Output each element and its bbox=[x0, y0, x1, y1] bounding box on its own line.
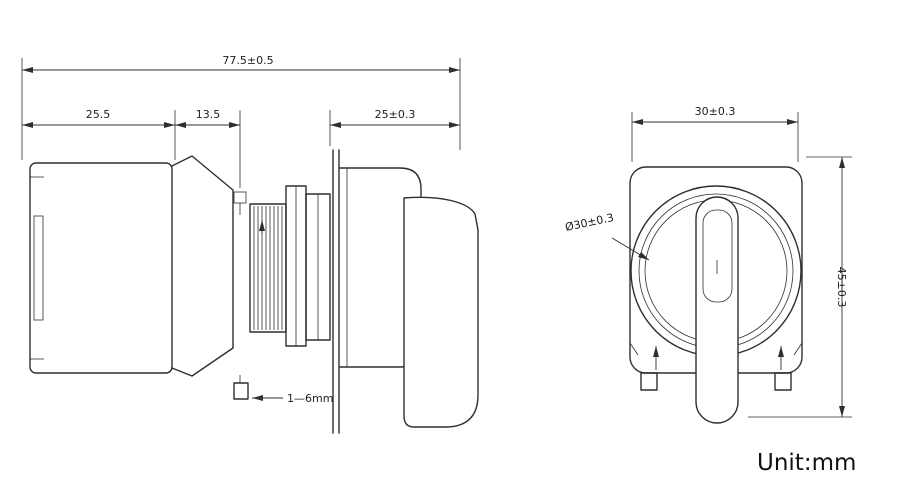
panel-plate bbox=[332, 149, 340, 434]
dim-total-width-label: 77.5±0.5 bbox=[222, 54, 273, 67]
dimension-front-height: 45±0.3 bbox=[748, 156, 852, 418]
dim-body-width-label: 25.5 bbox=[86, 108, 111, 121]
selector-lever-front bbox=[695, 196, 739, 424]
dim-clip-width-label: 13.5 bbox=[196, 108, 221, 121]
panel-thickness-label: 1—6mm bbox=[287, 392, 333, 405]
locking-ring bbox=[285, 185, 331, 347]
front-view: 30±0.3 Ø30±0.3 45±0.3 bbox=[564, 105, 852, 424]
dimension-body-width: 25.5 bbox=[22, 108, 176, 160]
dim-front-width-label: 30±0.3 bbox=[695, 105, 736, 118]
threaded-bushing bbox=[249, 203, 287, 333]
selector-lever-side bbox=[403, 196, 479, 428]
dimension-total-width: 77.5±0.5 bbox=[21, 54, 461, 160]
dim-front-height-label: 45±0.3 bbox=[835, 267, 848, 308]
mounting-clip bbox=[171, 155, 249, 400]
side-view: 1—6mm 77.5±0.5 25.5 13.5 25±0.3 bbox=[21, 54, 479, 434]
unit-label: Unit:mm bbox=[757, 450, 856, 476]
dimension-head-width: 25±0.3 bbox=[329, 108, 460, 146]
dimension-knob-diameter: Ø30±0.3 bbox=[564, 211, 650, 261]
panel-thickness-callout: 1—6mm bbox=[252, 392, 333, 405]
contact-block-body bbox=[29, 162, 173, 374]
dim-head-width-label: 25±0.3 bbox=[375, 108, 416, 121]
rotation-arrows bbox=[653, 346, 784, 370]
dimension-clip-width: 13.5 bbox=[175, 108, 241, 188]
dim-knob-diameter-label: Ø30±0.3 bbox=[564, 211, 615, 234]
dimension-front-width: 30±0.3 bbox=[631, 105, 799, 162]
